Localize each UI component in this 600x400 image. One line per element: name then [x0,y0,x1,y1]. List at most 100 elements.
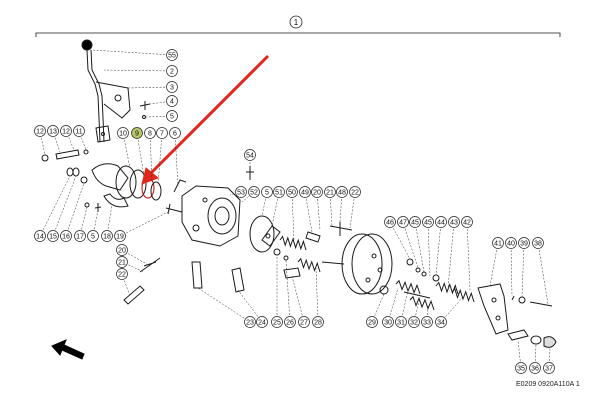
callout-bubble [101,230,113,242]
callout-22a: 22 [349,186,361,198]
leader-55 [91,49,173,56]
callout-label: 27 [300,320,308,327]
callout-label: 30 [384,320,392,327]
callout-bubble [144,127,156,139]
sleeve-10 [129,169,147,199]
callout-44: 44 [435,216,447,228]
callout-bubble [384,216,396,228]
callout-48: 48 [336,186,348,198]
callout-label: 44 [437,220,445,227]
callout-bubble [349,186,361,198]
callout-16: 16 [60,230,72,242]
callout-53: 53 [235,186,247,198]
callout-38: 38 [532,237,544,249]
housing-bore [207,197,237,235]
cover-plate-51 [261,225,281,247]
callout-bubble [382,316,394,328]
callout-label: 54 [246,153,254,160]
callout-label: 41 [494,241,502,248]
callout-24: 24 [256,316,268,328]
washer-26 [283,255,289,261]
clevis-pin [101,132,105,136]
callout-bubble [114,230,126,242]
bolt-38 [529,301,553,307]
callout-label: 5 [170,114,174,121]
nut-44 [432,274,440,282]
callout-label: 50 [288,190,296,197]
callout-label: 5 [91,234,95,241]
pin-19 [165,203,183,215]
callout-label: 6 [173,131,177,138]
callout-label: 40 [507,241,515,248]
rotor-disc-face [351,233,393,295]
direction-arrow [51,339,85,360]
callout-label: 31 [397,320,405,327]
callout-label: 5 [265,190,269,197]
callout-bubble [74,230,86,242]
callout-50: 50 [286,186,298,198]
callout-bubble [395,316,407,328]
lever-knob [81,39,93,51]
callout-2: 2 [166,65,178,77]
callout-bubble [532,237,544,249]
callout-bubble [422,216,434,228]
callout-label: 49 [301,190,309,197]
cover-hole [265,233,271,239]
leader-8 [149,132,153,183]
callout-bubble [87,230,99,242]
callout-bubble [117,127,129,139]
leader-19 [119,211,169,237]
callout-label: 38 [534,241,542,248]
callout-label: 10 [119,131,127,138]
callout-label: 25 [273,320,281,327]
callout-bubble [34,125,46,137]
callout-33: 33 [421,316,433,328]
callout-bubble [116,268,128,280]
arrow-shaft [148,54,270,176]
leader-7 [157,132,163,187]
callout-bubble [461,216,473,228]
callout-label: 9 [135,131,139,138]
spring-pin-6 [173,179,187,193]
diagram-artwork [35,32,561,360]
callout-label: 34 [437,320,445,327]
callout-bubble [156,127,168,139]
callout-bubble [116,244,128,256]
callout-12a: 12 [34,125,46,137]
callout-bubble [299,186,311,198]
callout-19: 19 [114,230,126,242]
housing-port-2 [202,197,208,203]
callout-bubble [271,316,283,328]
leader-21a [329,191,333,227]
callout-27: 27 [298,316,310,328]
callout-28: 28 [312,316,324,328]
callout-12b: 12 [60,125,72,137]
callout-5a: 5 [166,110,178,122]
callout-label: 22 [118,272,126,279]
pin-12 [41,154,49,162]
callout-label: 17 [76,234,84,241]
rod-32 [403,291,431,299]
callout-39: 39 [518,237,530,249]
fitting-22 [123,285,145,305]
spring-31 [395,279,421,295]
callout-21a: 21 [324,186,336,198]
end-bracket-41 [477,283,509,335]
callout-label: 20 [313,190,321,197]
rotor-disc [341,233,383,295]
callout-20a: 20 [311,186,323,198]
callout-label: 52 [250,190,258,197]
callout-bubble [435,316,447,328]
plunger-49 [305,231,321,243]
callout-label: 16 [62,234,70,241]
leader-40 [510,242,513,297]
callout-label: 12 [62,129,70,136]
callout-37: 37 [543,362,555,374]
callout-label: 15 [49,234,57,241]
callout-5c: 5 [87,230,99,242]
callout-14: 14 [34,230,46,242]
callout-label: 37 [545,366,553,373]
callout-bubble [286,186,298,198]
leader-46 [389,221,411,260]
